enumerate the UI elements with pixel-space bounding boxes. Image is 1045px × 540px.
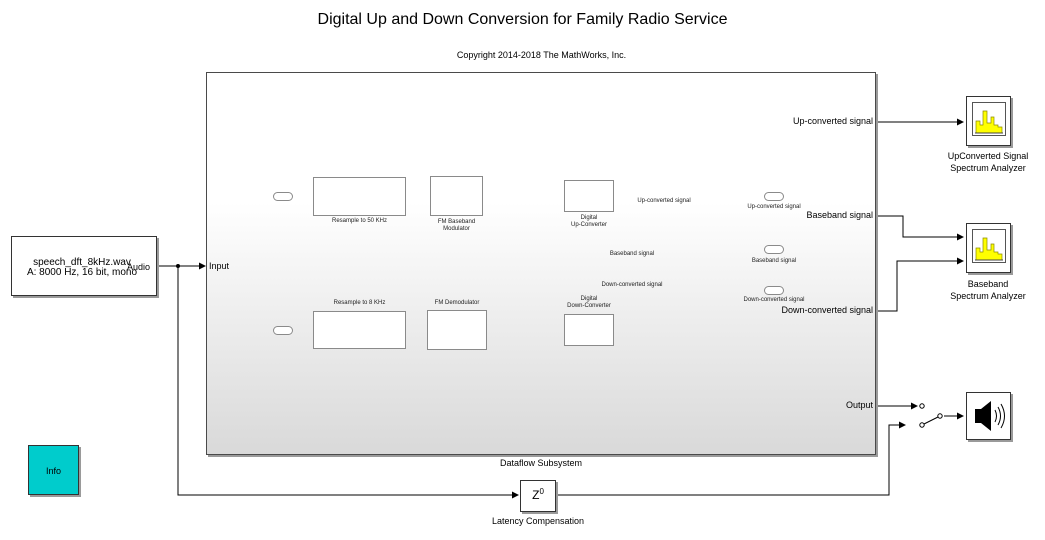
- audio-file-format: A: 8000 Hz, 16 bit, mono: [26, 267, 138, 278]
- upconverted-spectrum-analyzer[interactable]: [966, 96, 1011, 146]
- resample-50khz-label: Resample to 50 KHz: [331, 218, 388, 224]
- digital-up-converter-label-2: Up-Converter: [570, 222, 607, 228]
- audio-device-writer[interactable]: [966, 392, 1011, 440]
- spectrum-analyzer-icon: [972, 229, 1006, 263]
- diagram-title: Digital Up and Down Conversion for Famil…: [317, 11, 728, 28]
- info-label: Info: [45, 466, 61, 476]
- upconverted-analyzer-label-2: Spectrum Analyzer: [950, 163, 1026, 173]
- up-converted-outport-label: Up-converted signal: [747, 204, 801, 210]
- baseband-signal-line-label: Baseband signal: [609, 251, 655, 257]
- upconverted-analyzer-label-1: UpConverted Signal: [947, 151, 1029, 161]
- down-converted-outport[interactable]: [764, 286, 784, 295]
- baseband-spectrum-analyzer[interactable]: [966, 223, 1011, 273]
- resample-8khz-block[interactable]: [313, 311, 406, 349]
- resample-8khz-label: Resample to 8 KHz: [333, 300, 386, 306]
- speaker-icon: [975, 401, 1005, 431]
- up-converted-signal-line-label: Up-converted signal: [637, 198, 691, 204]
- digital-down-converter-block[interactable]: [564, 314, 614, 346]
- subsystem-output-down-label: Down-converted signal: [781, 305, 873, 315]
- subsystem-output-baseband-label: Baseband signal: [806, 210, 873, 220]
- up-converted-outport[interactable]: [764, 192, 784, 201]
- fm-modulator-label-1: FM Baseband: [437, 219, 476, 225]
- down-converted-outport-label: Down-converted signal: [743, 297, 805, 303]
- audio-file-name: speech_dft_8kHz.wav: [33, 257, 131, 268]
- digital-up-converter-block[interactable]: [564, 180, 614, 212]
- subsystem-output-audio-label: Output: [845, 400, 873, 410]
- delay-exponent: 0: [539, 487, 544, 496]
- fm-demodulator-label: FM Demodulator: [434, 300, 480, 306]
- down-converted-signal-line-label: Down-converted signal: [601, 282, 663, 288]
- digital-up-converter-label-1: Digital: [580, 215, 598, 221]
- inner-outport[interactable]: [273, 326, 293, 335]
- dataflow-subsystem[interactable]: [206, 72, 876, 455]
- spectrum-analyzer-icon: [972, 102, 1006, 136]
- inner-inport[interactable]: [273, 192, 293, 201]
- digital-down-converter-label-1: Digital: [580, 296, 598, 302]
- fm-modulator-label-2: Modulator: [443, 226, 470, 232]
- subsystem-output-up-label: Up-converted signal: [792, 116, 873, 126]
- digital-down-converter-label-2: Down-Converter: [567, 303, 611, 309]
- resample-50khz-block[interactable]: [313, 177, 406, 216]
- delay-symbol: Z: [532, 488, 540, 502]
- baseband-analyzer-label-1: Baseband: [967, 279, 1009, 289]
- fm-demodulator-block[interactable]: [427, 310, 487, 350]
- copyright-text: Copyright 2014-2018 The MathWorks, Inc.: [456, 50, 627, 60]
- audio-port-label: Audio: [127, 262, 151, 272]
- info-button[interactable]: Info: [28, 445, 79, 495]
- baseband-outport-label: Baseband signal: [751, 258, 797, 264]
- subsystem-input-port-label: Input: [209, 261, 230, 271]
- baseband-outport[interactable]: [764, 245, 784, 254]
- subsystem-label: Dataflow Subsystem: [499, 458, 583, 468]
- latency-delay-block[interactable]: Z0: [520, 480, 556, 512]
- audio-file-source-block[interactable]: speech_dft_8kHz.wav A: 8000 Hz, 16 bit, …: [11, 236, 157, 296]
- baseband-analyzer-label-2: Spectrum Analyzer: [950, 291, 1026, 301]
- manual-switch-icon: [919, 403, 943, 428]
- latency-compensation-label: Latency Compensation: [491, 516, 585, 526]
- fm-modulator-block[interactable]: [430, 176, 483, 216]
